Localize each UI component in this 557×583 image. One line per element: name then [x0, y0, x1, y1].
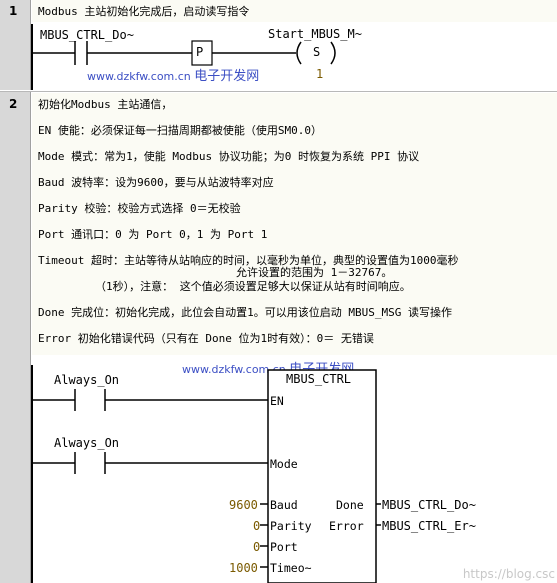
- network-separator: [0, 91, 557, 92]
- comment-line: EN 使能：必须保证每一扫描周期都被使能（使用SM0.0）: [38, 124, 322, 137]
- comment-line: Timeout 超时：主站等待从站响应的时间，以毫秒为单位，典型的设置值为100…: [38, 254, 459, 267]
- done-output[interactable]: MBUS_CTRL_Do~: [382, 498, 476, 512]
- p-label: P: [196, 45, 204, 59]
- network-number-column: [0, 0, 31, 90]
- contact-label: MBUS_CTRL_Do~: [40, 28, 134, 42]
- watermark: www.dzkfw.com.cn 电子开发网: [87, 69, 260, 84]
- network-1-comment-area[interactable]: [32, 0, 557, 22]
- parity-value[interactable]: 0: [253, 519, 261, 533]
- error-output[interactable]: MBUS_CTRL_Er~: [382, 519, 476, 533]
- comment-line: Port 通讯口：0 为 Port 0，1 为 Port 1: [38, 228, 268, 241]
- coil-label: Start_MBUS_M~: [268, 27, 362, 41]
- baud-value[interactable]: 9600: [229, 498, 258, 512]
- comment-line: （1秒），注意： 这个值必须设置足够大以保证从站有时间响应。: [95, 280, 411, 293]
- network-2-comment-area[interactable]: [32, 93, 557, 355]
- contact-label: Always_On: [54, 373, 120, 387]
- network-1-ladder: [33, 40, 336, 66]
- network-2-number[interactable]: 2: [9, 97, 18, 111]
- pin-timeout-label: Timeo~: [270, 561, 312, 575]
- network-1-number[interactable]: 1: [9, 4, 18, 18]
- comment-line: Baud 波特率：设为9600，要与从站波特率对应: [38, 176, 274, 189]
- network-1-comment: Modbus 主站初始化完成后，启动读写指令: [38, 5, 250, 18]
- power-rail: [31, 365, 33, 583]
- coil-left-arc: [296, 41, 302, 65]
- pin-parity-label: Parity: [270, 519, 312, 533]
- port-value[interactable]: 0: [253, 540, 261, 554]
- pin-done-label: Done: [336, 498, 364, 512]
- network-number-column: [0, 92, 31, 583]
- comment-line: Done 完成位：初始化完成，此位会自动置1。可以用该位启动 MBUS_MSG …: [38, 306, 452, 319]
- power-rail: [31, 24, 33, 90]
- coil-right-arc: [330, 41, 336, 65]
- corner-watermark: https://blog.csc: [462, 567, 555, 581]
- pin-error-label: Error: [329, 519, 364, 533]
- coil-count: 1: [316, 67, 324, 81]
- comment-line: Mode 模式：常为1，使能 Modbus 协议功能；为0 时恢复为系统 PPI…: [38, 150, 420, 163]
- pin-port-label: Port: [270, 540, 298, 554]
- comment-line: Error 初始化错误代码（只有在 Done 位为1时有效）：0＝ 无错误: [38, 332, 374, 345]
- block-title: MBUS_CTRL: [286, 372, 352, 386]
- timeout-value[interactable]: 1000: [229, 561, 258, 575]
- mbus-ctrl-block: [267, 369, 377, 583]
- pin-baud-label: Baud: [270, 498, 298, 512]
- coil-symbol: S: [313, 45, 321, 59]
- network-2-ladder: [33, 369, 381, 583]
- pin-mode-label: Mode: [270, 457, 298, 471]
- comment-line: 允许设置的范围为 1－32767。: [236, 266, 393, 279]
- pin-en-label: EN: [270, 394, 284, 408]
- comment-line: Parity 校验：校验方式选择 0＝无校验: [38, 202, 241, 215]
- contact-label: Always_On: [54, 436, 120, 450]
- comment-line: 初始化Modbus 主站通信，: [38, 98, 173, 111]
